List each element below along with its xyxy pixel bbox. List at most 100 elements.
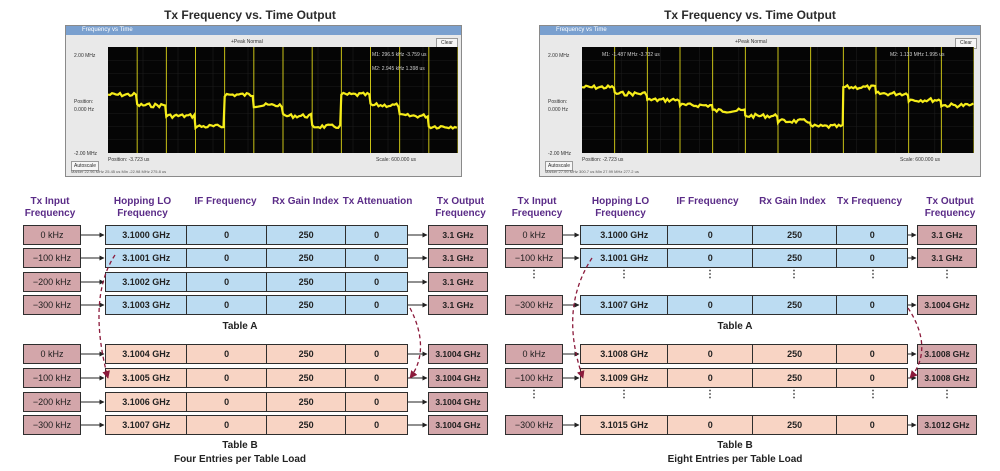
left-table_a-input-2: −200 kHz xyxy=(23,272,81,292)
left-autoscale-button[interactable]: Autoscale xyxy=(71,161,99,171)
left-table_a-cell-3-1: 0 xyxy=(187,296,267,314)
right-table-b-subcaption: Eight Entries per Table Load xyxy=(667,454,803,465)
left-top-freq: 2.00 MHz xyxy=(74,53,96,59)
right-header-tx-output: Tx Output Frequency xyxy=(924,196,976,219)
right-trace-mode: +Peak Normal xyxy=(735,39,767,45)
left-table_b-cell-2-3: 0 xyxy=(374,397,380,407)
right-autoscale-button[interactable]: Autoscale xyxy=(545,161,573,171)
left-table-b-subcaption: Four Entries per Table Load xyxy=(173,454,307,465)
left-table_b-cell-3-2: 250 xyxy=(267,416,347,434)
left-table_a-cell-0-0: 3.1000 GHz xyxy=(106,226,188,244)
left-scope-window: Frequency vs Time Clear 2.00 MHz Positio… xyxy=(65,25,462,177)
left-delta-info: M2: 2.945 kHz 1.398 us xyxy=(372,66,425,72)
left-table-a-caption: Table A xyxy=(222,321,258,332)
left-header-rx-gain: Rx Gain Index xyxy=(272,196,339,207)
left-table_a-cell-0-3: 0 xyxy=(374,230,380,240)
left-table_a-cell-2-0: 3.1002 GHz xyxy=(106,273,188,291)
right-ellipsis-0-5: ⋮ xyxy=(942,269,952,280)
right-table_b-cell-2-3: 0 xyxy=(869,420,875,430)
right-position-value: 0.000 Hz xyxy=(548,107,569,113)
left-table_b-cell-3-3: 0 xyxy=(374,420,380,430)
right-ellipsis-1-4: ⋮ xyxy=(868,389,878,400)
right-table_b-cell-1-1: 0 xyxy=(668,369,753,387)
left-table_a-cell-1-2: 250 xyxy=(267,249,347,267)
left-window-titlebar: Frequency vs Time xyxy=(66,26,461,35)
left-header-hopping-lo: Hopping LO Frequency xyxy=(113,196,172,219)
right-bottom-freq: -2.00 MHz xyxy=(548,151,572,157)
left-scope-trace xyxy=(108,91,458,131)
right-scope-plot xyxy=(582,47,974,153)
left-table_a-cell-2-3: 0 xyxy=(374,277,380,287)
right-table_b-cell-0-0: 3.1008 GHz xyxy=(581,345,669,363)
right-table_a-cell-0-0: 3.1000 GHz xyxy=(581,226,669,244)
right-ellipsis-0-2: ⋮ xyxy=(705,269,715,280)
left-header-tx-output: Tx Output Frequency xyxy=(435,196,486,219)
left-table_a-cell-1-1: 0 xyxy=(187,249,267,267)
left-table_b-cell-1-0: 3.1005 GHz xyxy=(106,369,188,387)
left-table_a-cell-1-0: 3.1001 GHz xyxy=(106,249,188,267)
right-title: Tx Frequency vs. Time Output xyxy=(664,8,836,22)
left-table_a-cell-2-2: 250 xyxy=(267,273,347,291)
left-title: Tx Frequency vs. Time Output xyxy=(164,8,336,22)
right-table_b-input-2: −300 kHz xyxy=(505,415,563,435)
right-header-hopping-lo: Hopping LO Frequency xyxy=(591,196,650,219)
left-table_b-cell-0-2: 250 xyxy=(267,345,347,363)
right-ellipsis-1-1: ⋮ xyxy=(619,389,629,400)
left-table_a-cell-0-2: 250 xyxy=(267,226,347,244)
left-footer-scale: Scale: 600.000 us xyxy=(376,157,417,163)
right-footer-small: Marker 27.99 MHz 300.7 us Min 27.99 MHz … xyxy=(545,169,639,174)
right-table_b-output-0: 3.1008 GHz xyxy=(917,344,977,364)
right-table_a-output-1: 3.1 GHz xyxy=(917,248,977,268)
right-panel: Tx Frequency vs. Time Output Frequency v… xyxy=(500,0,1000,471)
left-table_b-cell-2-1: 0 xyxy=(187,393,267,411)
left-table_b-cell-3-0: 3.1007 GHz xyxy=(106,416,188,434)
right-table_b-output-2: 3.1012 GHz xyxy=(917,415,977,435)
left-table_a-output-3: 3.1 GHz xyxy=(428,295,488,315)
right-ellipsis-1-3: ⋮ xyxy=(789,389,799,400)
right-table_b-cell-0-3: 0 xyxy=(869,349,875,359)
right-table_b-input-0: 0 kHz xyxy=(505,344,563,364)
left-table_b-cell-0-3: 0 xyxy=(374,349,380,359)
left-header-tx-input: Tx Input Frequency xyxy=(24,196,76,219)
right-table_b-cell-2-1: 0 xyxy=(668,416,753,434)
left-footer-small: Marker 22.96 MHz 25.45 us Min -22.98 MHz… xyxy=(71,169,167,174)
right-header-if: IF Frequency xyxy=(676,196,739,207)
right-scope-trace xyxy=(582,83,974,130)
left-table_b-cell-1-1: 0 xyxy=(187,369,267,387)
left-table_a-cell-3-2: 250 xyxy=(267,296,347,314)
right-footer-position: Position: -2.723 us xyxy=(582,157,624,163)
left-table_b-cell-2-2: 250 xyxy=(267,393,347,411)
right-table-b-caption: Table B xyxy=(717,440,753,451)
left-position-value: 0.000 Hz xyxy=(74,107,95,113)
right-table_a-cell-1-1: 0 xyxy=(668,249,753,267)
right-table_b-input-1: −100 kHz xyxy=(505,368,563,388)
right-table_a-input-2: −300 kHz xyxy=(505,295,563,315)
left-table_b-cell-0-0: 3.1004 GHz xyxy=(106,345,188,363)
right-position-label: Position: xyxy=(548,99,568,105)
left-table_b-cell-0-1: 0 xyxy=(187,345,267,363)
left-table_b-input-3: −300 kHz xyxy=(23,415,81,435)
right-ellipsis-0-3: ⋮ xyxy=(789,269,799,280)
left-table_b-output-3: 3.1004 GHz xyxy=(428,415,488,435)
right-table_a-input-1: −100 kHz xyxy=(505,248,563,268)
right-marker-info: M1: -1.487 MHz -3.732 us xyxy=(602,52,660,58)
left-table_b-cell-1-3: 0 xyxy=(374,373,380,383)
left-scope-plot xyxy=(108,47,458,153)
right-header-rx-gain: Rx Gain Index xyxy=(759,196,826,207)
left-table_b-output-2: 3.1004 GHz xyxy=(428,392,488,412)
right-window-titlebar: Frequency vs Time xyxy=(540,26,980,35)
right-delta-info: M2: 1.133 MHz 1.995 us xyxy=(890,52,945,58)
left-table_b-input-2: −200 kHz xyxy=(23,392,81,412)
left-table_a-input-1: −100 kHz xyxy=(23,248,81,268)
right-table_a-output-2: 3.1004 GHz xyxy=(917,295,977,315)
right-table_b-cell-1-3: 0 xyxy=(869,373,875,383)
left-table_b-output-0: 3.1004 GHz xyxy=(428,344,488,364)
